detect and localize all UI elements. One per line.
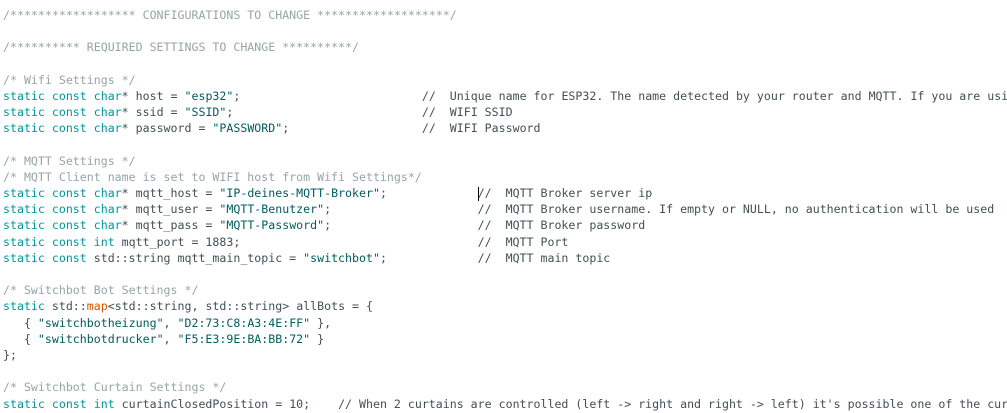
code-text: ; [233,88,422,103]
code-text: std:: [44,299,87,314]
type-token: map [86,299,108,314]
code-text: ; [324,218,478,233]
keyword-token: static const char [3,218,122,233]
code-line[interactable]: static std::map<std::string, std::string… [3,298,1007,314]
code-text: ; [379,186,478,201]
code-line[interactable] [3,363,1007,379]
string-literal: "esp32" [184,88,234,103]
code-text: <std::string, std::string> allBots = { [107,299,373,314]
code-line[interactable]: /********** REQUIRED SETTINGS TO CHANGE … [3,39,1007,55]
code-text: * mqtt_host = [121,186,220,201]
line-comment: // MQTT Broker username. If empty or NUL… [477,202,995,217]
code-text: ; [324,202,478,217]
code-line[interactable] [3,56,1007,72]
line-comment: // WIFI SSID [421,105,513,120]
code-text: * mqtt_pass = [121,218,220,233]
code-line[interactable]: { "switchbotdrucker", "F5:E3:9E:BA:BB:72… [3,331,1007,347]
code-line[interactable]: /* Switchbot Curtain Settings */ [3,379,1007,395]
keyword-token: static const char [3,88,122,103]
code-text: ; [379,250,478,265]
code-line[interactable]: static const char* mqtt_user = "MQTT-Ben… [3,201,1007,217]
code-line[interactable] [3,137,1007,153]
keyword-token: static const int [3,396,115,411]
code-line[interactable]: static const char* ssid = "SSID"; // WIF… [3,104,1007,120]
code-text: }, [310,315,332,330]
line-comment: // MQTT Port [477,234,569,249]
code-line[interactable]: static const char* mqtt_pass = "MQTT-Pas… [3,217,1007,233]
code-editor[interactable]: /****************** CONFIGURATIONS TO CH… [3,7,1007,413]
string-literal: "F5:E3:9E:BA:BB:72" [177,331,311,346]
code-text: { [3,315,38,330]
code-text: ; [282,121,422,136]
code-line[interactable] [3,23,1007,39]
code-line[interactable]: /* Switchbot Bot Settings */ [3,282,1007,298]
line-comment: // When 2 curtains are controlled (left … [338,396,1007,411]
code-text: mqtt_port = 1883; [114,234,478,249]
keyword-token: static const int [3,234,115,249]
code-line[interactable]: static const char* password = "PASSWORD"… [3,120,1007,136]
code-text: * password = [121,121,213,136]
line-comment: // MQTT main topic [477,250,611,265]
code-line[interactable]: static const std::string mqtt_main_topic… [3,250,1007,266]
code-text: * host = [121,88,185,103]
code-line[interactable]: { "switchbotheizung", "D2:73:C8:A3:4E:FF… [3,315,1007,331]
code-line[interactable]: static const char* host = "esp32"; // Un… [3,88,1007,104]
line-comment: // WIFI Password [421,121,541,136]
code-line[interactable]: static const int curtainClosedPosition =… [3,396,1007,412]
block-comment: /****************** CONFIGURATIONS TO CH… [3,8,457,22]
keyword-token: static const [3,250,87,265]
keyword-token: static const char [3,121,122,136]
string-literal: "switchbotheizung" [37,315,164,330]
code-text: }; [3,347,17,362]
code-line[interactable]: /* Wifi Settings */ [3,72,1007,88]
string-literal: "MQTT-Password" [219,218,325,233]
code-text: * mqtt_user = [121,202,220,217]
code-line[interactable]: }; [3,347,1007,363]
string-literal: "switchbot" [303,250,380,265]
string-literal: "D2:73:C8:A3:4E:FF" [177,315,311,330]
keyword-token: static const char [3,105,122,120]
block-comment: /* MQTT Settings */ [3,153,136,168]
block-comment: /* Wifi Settings */ [3,72,136,87]
block-comment: /* Switchbot Curtain Settings */ [3,380,227,395]
block-comment: /* MQTT Client name is set to WIFI host … [3,169,422,184]
line-comment: // Unique name for ESP32. The name detec… [421,88,1007,103]
string-literal: "switchbotdrucker" [37,331,164,346]
code-line[interactable]: /* MQTT Settings */ [3,153,1007,169]
code-line[interactable]: /* MQTT Client name is set to WIFI host … [3,169,1007,185]
keyword-token: static [3,299,45,314]
code-line[interactable]: static const int mqtt_port = 1883; // MQ… [3,234,1007,250]
code-text: , [163,315,178,330]
code-line[interactable]: static const char* mqtt_host = "IP-deine… [3,185,1007,201]
block-comment: /********** REQUIRED SETTINGS TO CHANGE … [3,40,359,55]
keyword-token: static const char [3,186,122,201]
string-literal: "MQTT-Benutzer" [219,202,325,217]
code-line[interactable]: /****************** CONFIGURATIONS TO CH… [3,7,1007,23]
line-comment: // MQTT Broker password [477,218,646,233]
code-text: std::string mqtt_main_topic = [86,250,304,265]
string-literal: "PASSWORD" [212,121,283,136]
code-text: , [163,331,178,346]
string-literal: "IP-deines-MQTT-Broker" [219,186,380,201]
code-text: } [310,331,325,346]
code-text: ; [226,105,422,120]
string-literal: "SSID" [184,105,227,120]
code-line[interactable] [3,266,1007,282]
code-text: curtainClosedPosition = 10; [114,396,339,411]
line-comment: // MQTT Broker server ip [477,186,653,201]
code-text: { [3,331,38,346]
text-cursor [477,186,479,201]
block-comment: /* Switchbot Bot Settings */ [3,283,199,298]
keyword-token: static const char [3,202,122,217]
code-text: * ssid = [121,105,185,120]
